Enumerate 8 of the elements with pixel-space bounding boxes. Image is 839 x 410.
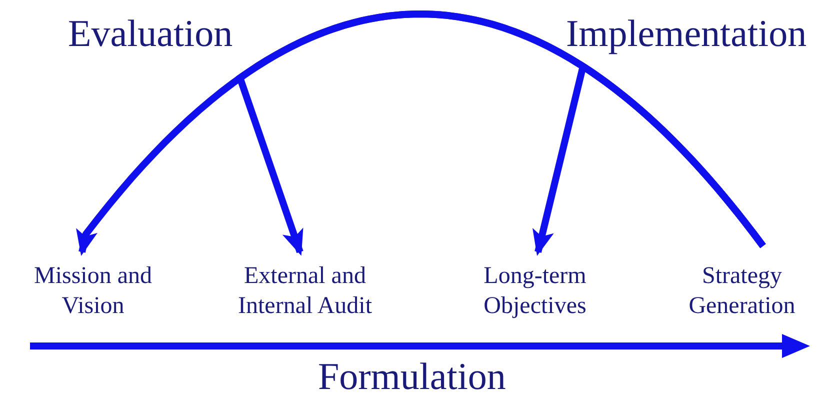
stage-label: Long-term Objectives (482, 262, 588, 321)
phase-label: Evaluation (68, 12, 233, 56)
stage-label: External and Internal Audit (237, 262, 373, 321)
phase-label: Formulation (318, 355, 506, 399)
stage-label: Mission and Vision (32, 262, 153, 321)
arrow (532, 60, 766, 256)
phase-label: Implementation (566, 12, 807, 56)
stage-label: Strategy Generation (688, 262, 796, 321)
